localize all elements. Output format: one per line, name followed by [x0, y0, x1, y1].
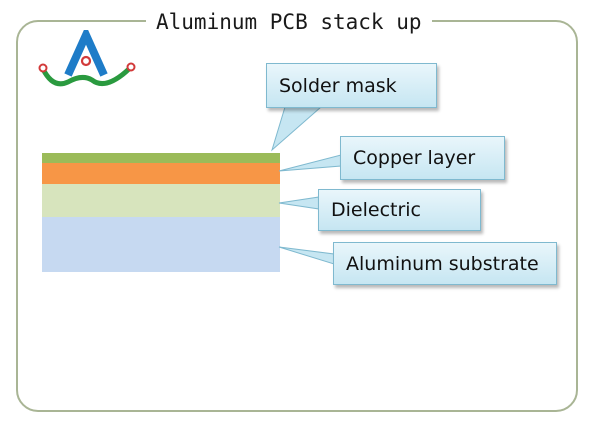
copper-layer	[42, 163, 280, 184]
solder-mask-layer	[42, 153, 280, 163]
copper-layer-callout: Copper layer	[340, 136, 505, 180]
dielectric-callout: Dielectric	[318, 189, 481, 231]
aluminum-substrate-callout: Aluminum substrate	[333, 242, 557, 285]
aluminum-substrate-layer	[42, 217, 280, 272]
page-title: Aluminum PCB stack up	[146, 8, 432, 36]
company-logo-icon	[38, 30, 136, 87]
dielectric-layer	[42, 184, 280, 217]
solder-mask-callout: Solder mask	[266, 63, 437, 108]
